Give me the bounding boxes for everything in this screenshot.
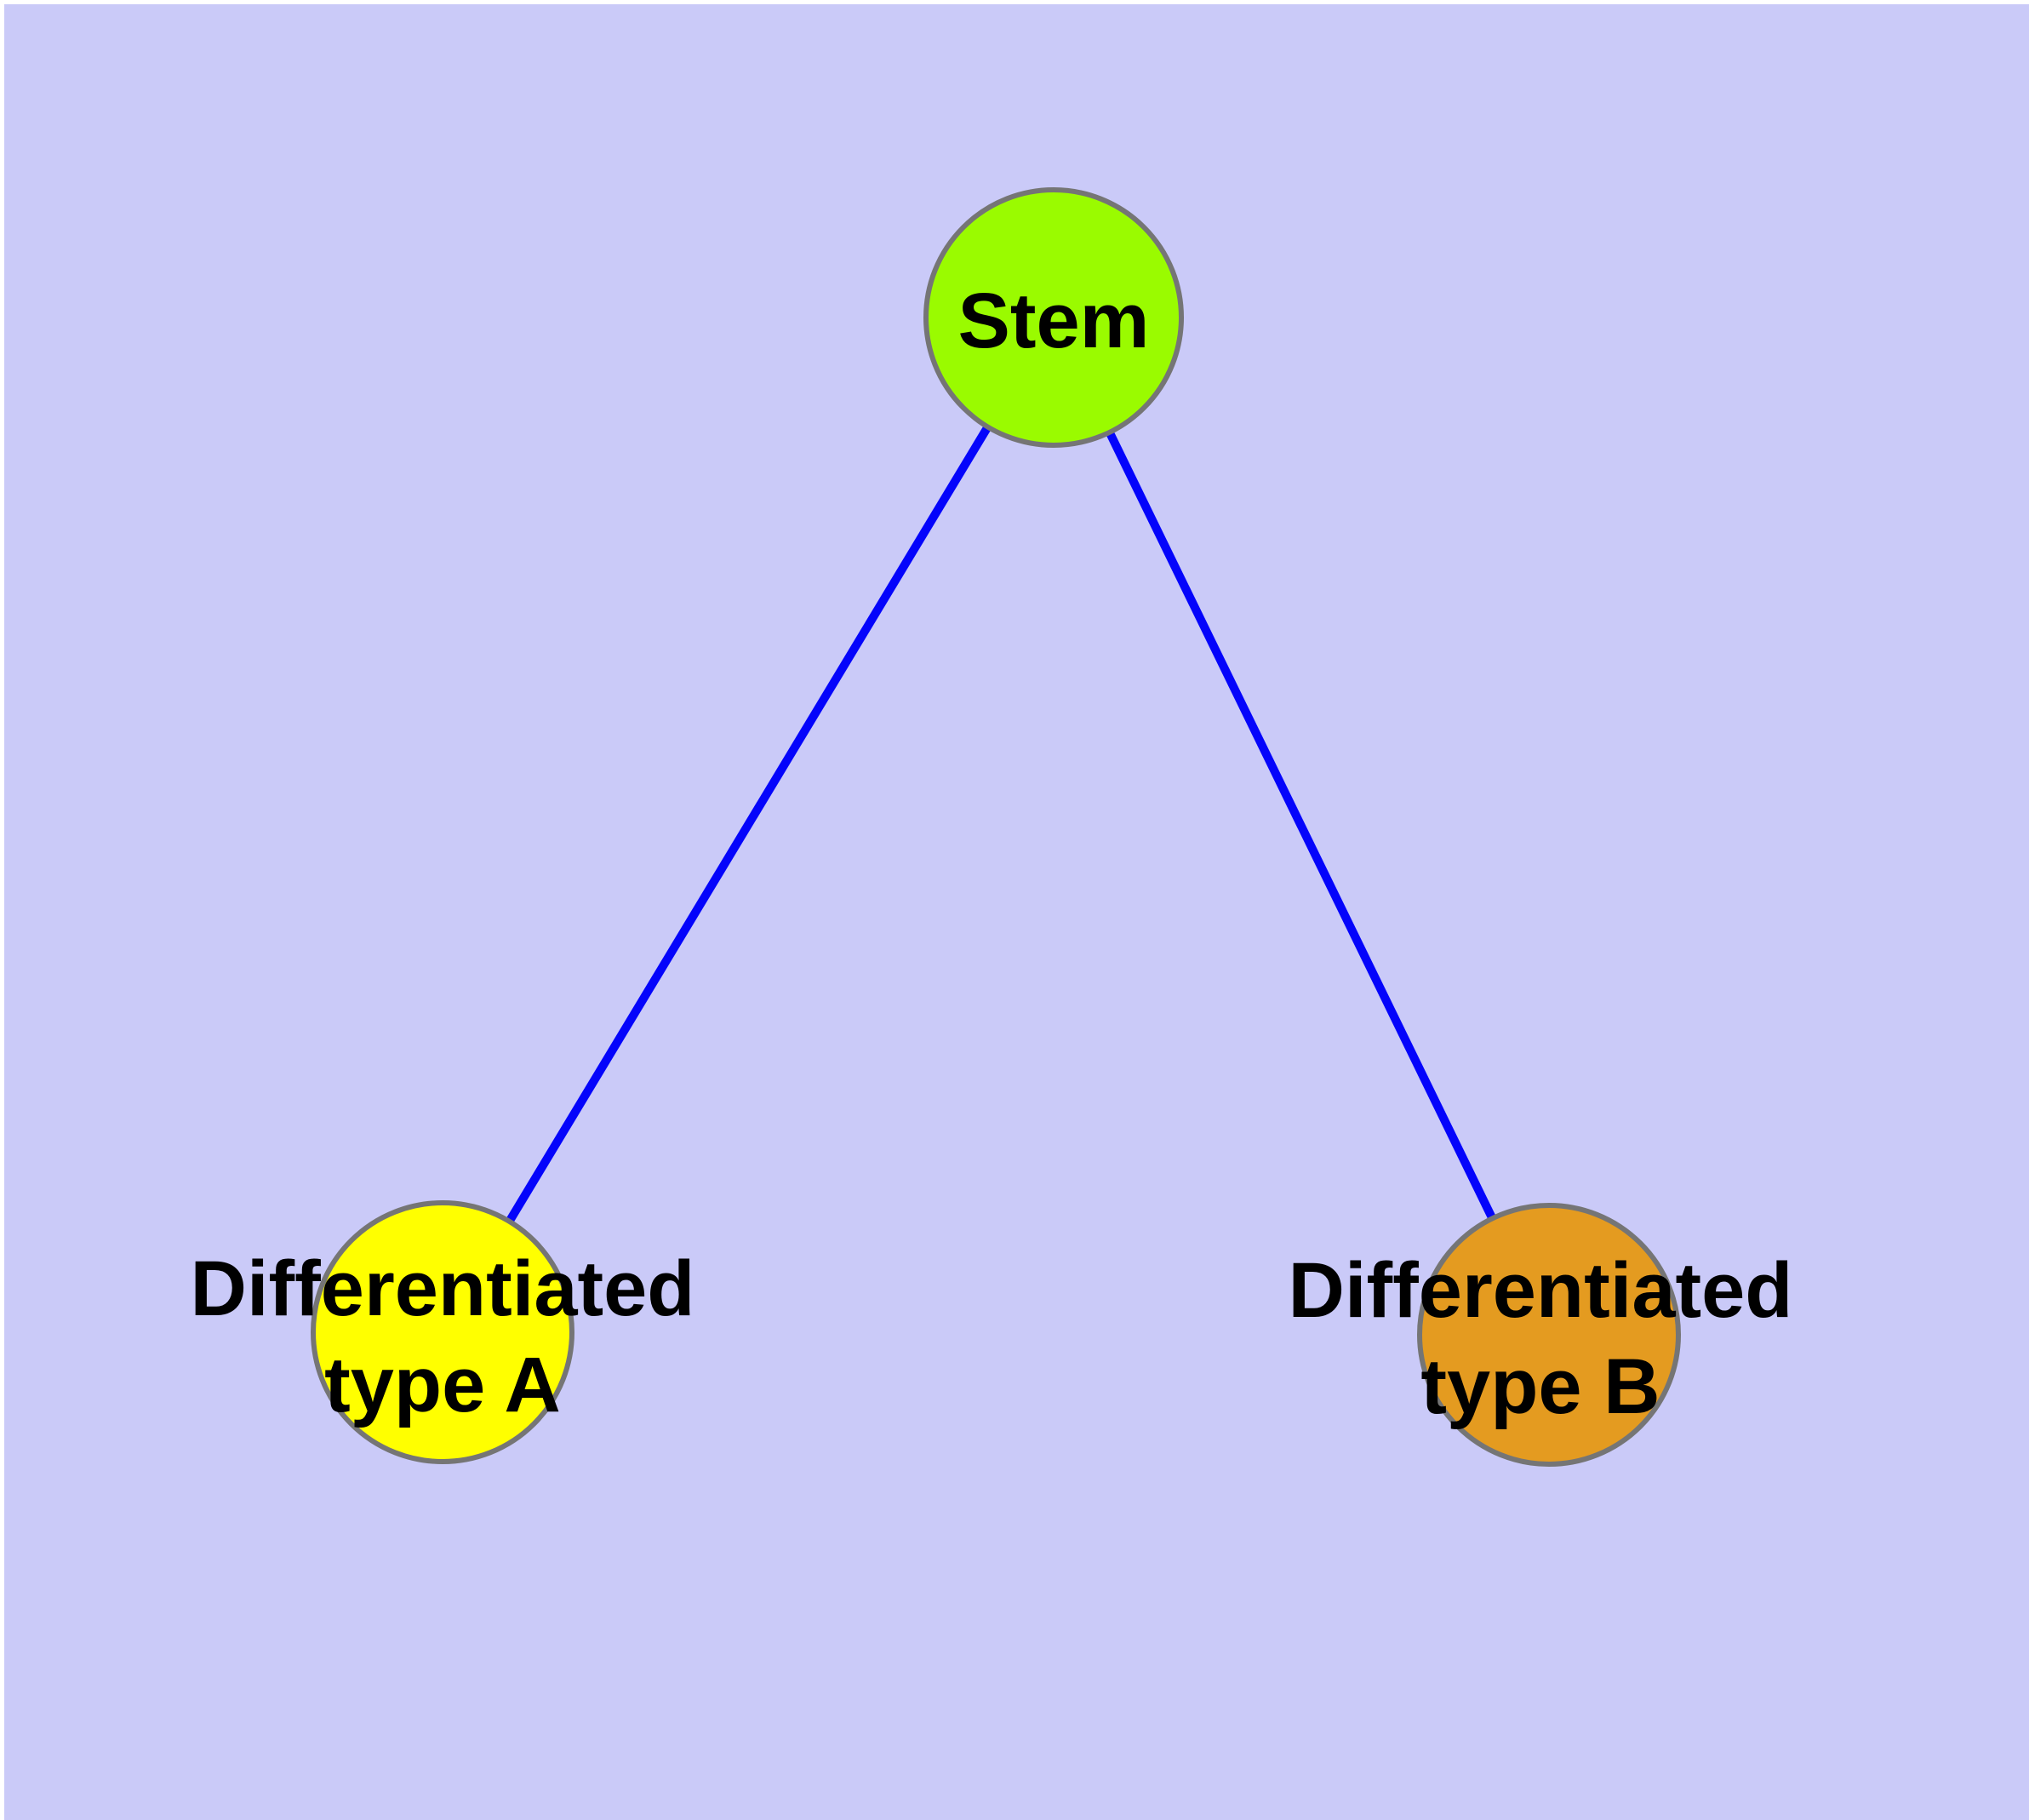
node-stem-label: Stem (958, 278, 1150, 364)
node-type-a-circle[interactable] (311, 1200, 574, 1464)
node-type-b-label-line1: Differentiated (1289, 1247, 1793, 1334)
node-type-a-label-line2: type A (324, 1342, 561, 1428)
edge-layer (438, 315, 1553, 1337)
edge-stem-to-type-b (1049, 315, 1553, 1337)
node-type-b[interactable]: Differentiated type B (1289, 1203, 1793, 1467)
node-stem[interactable]: Stem (923, 187, 1184, 448)
node-type-b-circle[interactable] (1417, 1203, 1681, 1467)
edge-stem-to-type-a (438, 315, 1058, 1335)
node-type-b-label-line2: type B (1420, 1343, 1660, 1430)
node-type-a[interactable]: Differentiated type A (191, 1200, 695, 1464)
node-stem-circle[interactable] (923, 187, 1184, 448)
node-type-a-label-line1: Differentiated (191, 1245, 695, 1332)
